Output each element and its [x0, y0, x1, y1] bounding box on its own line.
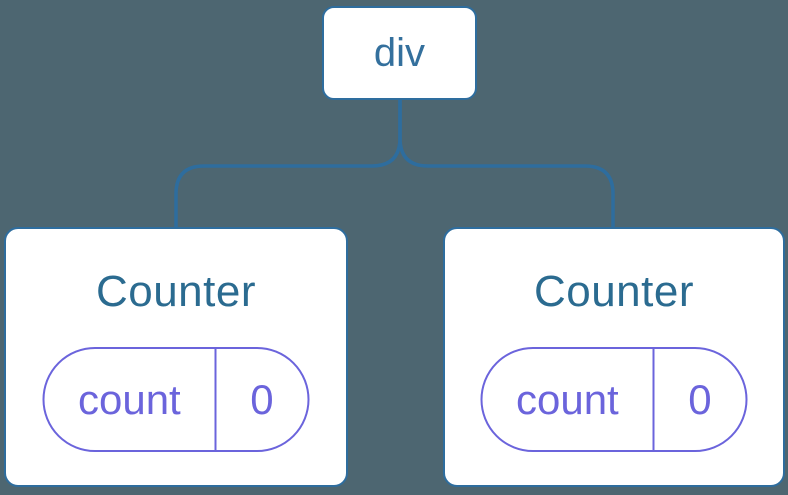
root-node-label: div [373, 30, 426, 75]
counter-card-right: Counter count 0 [443, 227, 785, 487]
state-pill: count 0 [480, 347, 748, 452]
state-key-label: count [483, 349, 655, 450]
connector-right-branch [398, 98, 615, 229]
counter-title: Counter [95, 267, 257, 316]
root-node-div: div [322, 6, 477, 100]
counter-title: Counter [533, 267, 695, 316]
state-value-label: 0 [688, 375, 712, 423]
state-key-label: count [45, 349, 217, 450]
state-pill: count 0 [42, 347, 310, 452]
counter-card-left: Counter count 0 [4, 227, 348, 487]
state-value-label: 0 [250, 375, 274, 423]
connector-left-branch [174, 98, 402, 229]
